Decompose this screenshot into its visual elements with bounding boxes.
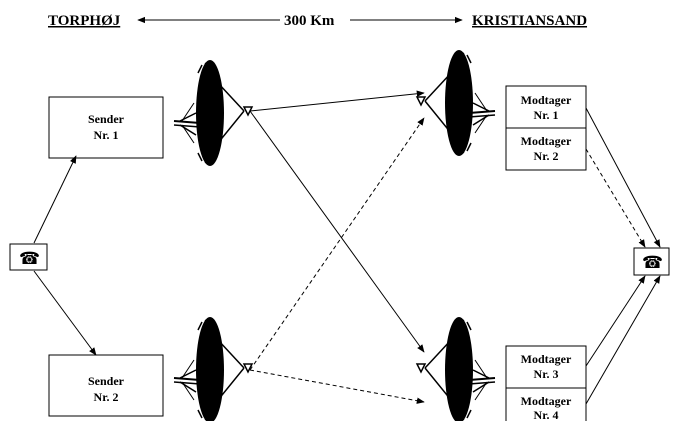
transmit-dish-1 — [173, 59, 253, 167]
path-tx1-to-rx1 — [249, 90, 425, 112]
link-phone-to-sender-1 — [33, 155, 77, 244]
receiver-2-line2: Nr. 2 — [534, 149, 559, 163]
right-telephone: ☎ — [633, 247, 670, 276]
receiver-box-1: Modtager Nr. 1 — [505, 85, 587, 129]
receiver-3-line2: Nr. 3 — [534, 367, 559, 381]
path-tx2-to-rx2 — [249, 369, 425, 404]
sender-2-line1: Sender — [88, 374, 125, 388]
site-left-label: TORPHØJ — [48, 13, 121, 29]
sender-2-line2: Nr. 2 — [94, 390, 119, 404]
receiver-3-line1: Modtager — [521, 352, 572, 366]
receiver-2-line1: Modtager — [521, 134, 572, 148]
path-tx1-to-rx2 — [249, 110, 425, 353]
phone-icon: ☎ — [642, 253, 663, 273]
sender-box-1: Sender Nr. 1 — [48, 96, 164, 159]
distance-label: 300 Km — [284, 13, 335, 29]
receiver-4-line2: Nr. 4 — [534, 408, 559, 421]
link-rx3-to-phone — [585, 275, 646, 367]
site-right-label: KRISTIANSAND — [472, 13, 587, 29]
receive-dish-2 — [417, 317, 495, 421]
transmit-dish-2 — [173, 316, 253, 421]
sender-1-line1: Sender — [88, 112, 125, 126]
sender-box-2: Sender Nr. 2 — [48, 354, 164, 417]
link-phone-to-sender-2 — [33, 270, 97, 356]
link-rx4-to-phone — [585, 275, 661, 405]
receiver-1-line1: Modtager — [521, 93, 572, 107]
receive-dish-1 — [417, 50, 495, 156]
link-rx2-to-phone — [585, 148, 646, 248]
receiver-box-3: Modtager Nr. 3 — [505, 345, 587, 389]
receiver-box-2: Modtager Nr. 2 — [505, 127, 587, 171]
phone-icon: ☎ — [19, 249, 40, 269]
left-telephone: ☎ — [9, 243, 48, 271]
link-rx1-to-phone — [585, 107, 661, 248]
sender-1-line2: Nr. 1 — [94, 128, 119, 142]
receiver-4-line1: Modtager — [521, 394, 572, 408]
receiver-box-4: Modtager Nr. 4 — [505, 387, 587, 421]
receiver-1-line2: Nr. 1 — [534, 108, 559, 122]
path-tx2-to-rx1 — [249, 117, 425, 371]
